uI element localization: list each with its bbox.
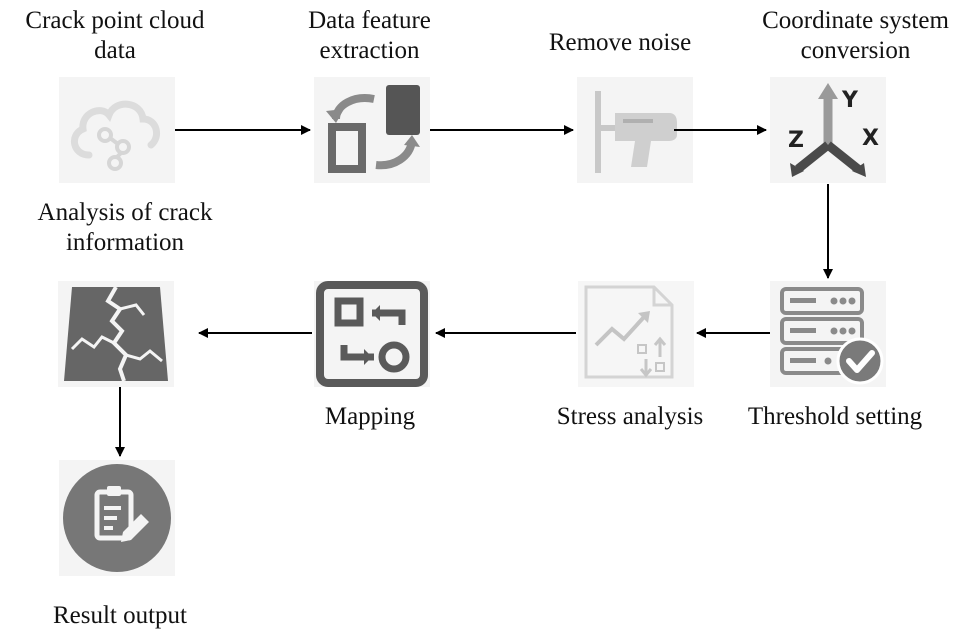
label-line: Threshold setting [747, 403, 923, 430]
axis-x-letter: X [862, 126, 879, 151]
axis-y-letter: Y [841, 88, 859, 113]
trend-document-icon [578, 281, 694, 387]
cloud-icon [59, 77, 175, 183]
label-line: Coordinate system [762, 7, 949, 34]
axes-icon: Y Z X [770, 77, 886, 183]
server-check-icon [770, 281, 886, 387]
drill-icon [577, 77, 693, 183]
label-line: Analysis of crack [37, 199, 213, 226]
label-crack-point-cloud: Crack point cloud data [0, 6, 230, 66]
label-line: data [94, 37, 136, 64]
transform-icon [314, 77, 430, 183]
label-line: Data feature [308, 7, 431, 34]
axis-z-letter: Z [788, 128, 804, 153]
label-line: Stress analysis [556, 403, 704, 430]
label-mapping: Mapping [290, 402, 450, 432]
feature-extraction-node [314, 77, 430, 183]
cracked-surface-icon [58, 281, 174, 387]
label-line: information [65, 229, 185, 256]
result-output-node [59, 460, 175, 576]
stress-analysis-node [578, 281, 694, 387]
mapping-node [314, 281, 430, 387]
mapping-icon [314, 281, 430, 387]
label-coordinate-conversion: Coordinate system conversion [740, 6, 971, 66]
coordinate-conversion-node: Y Z X [770, 77, 886, 183]
remove-noise-node [577, 77, 693, 183]
label-line: extraction [319, 37, 420, 64]
label-line: conversion [800, 37, 911, 64]
label-remove-noise: Remove noise [520, 28, 720, 58]
label-stress-analysis: Stress analysis [530, 402, 730, 432]
label-line: Mapping [324, 403, 416, 430]
label-line: Remove noise [548, 29, 692, 56]
label-result-output: Result output [20, 601, 220, 631]
crack-information-node [58, 281, 174, 387]
label-line: Result output [52, 602, 188, 629]
label-feature-extraction: Data feature extraction [282, 6, 457, 66]
threshold-setting-node [770, 281, 886, 387]
crack-point-cloud-node [59, 77, 175, 183]
label-line: Crack point cloud [25, 7, 205, 34]
clipboard-edit-icon [59, 460, 175, 576]
label-crack-information: Analysis of crack information [10, 198, 240, 258]
label-threshold-setting: Threshold setting [726, 402, 944, 432]
